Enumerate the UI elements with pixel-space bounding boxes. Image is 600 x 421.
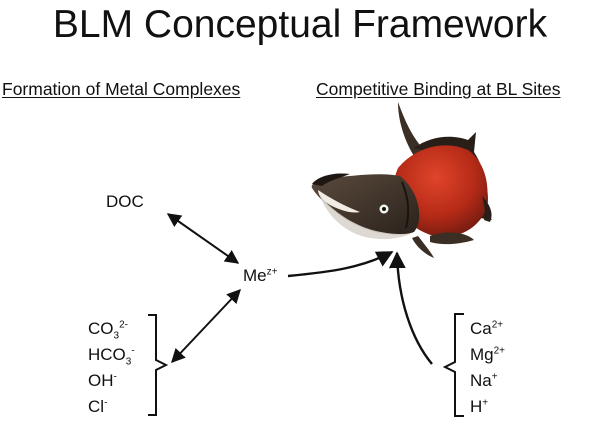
ligand-item-bicarbonate: HCO3- [88, 345, 135, 368]
cation-item-sodium: Na+ [470, 371, 498, 390]
cation-list: Ca2+ Mg2+ Na+ H+ [470, 316, 505, 420]
metal-ion-label: Mez+ [243, 266, 277, 286]
cation-item-calcium: Ca2+ [470, 319, 504, 338]
ligand-list: CO32- HCO3- OH- Cl- [88, 316, 135, 420]
metal-ion-symbol: Me [243, 266, 267, 285]
doc-label: DOC [106, 192, 144, 211]
metal-ion-charge: z+ [266, 266, 278, 278]
arrow-me-gill [287, 250, 394, 278]
arrow-cations-gill [388, 251, 433, 365]
page-title: BLM Conceptual Framework [52, 3, 548, 46]
cation-item-hydrogen: H+ [470, 397, 489, 416]
salmon-fish-icon [311, 102, 492, 258]
cation-item-magnesium: Mg2+ [470, 345, 506, 364]
arrow-ligands-me [171, 288, 241, 364]
ligand-item-hydroxide: OH- [88, 371, 117, 390]
ligand-item-chloride: Cl- [88, 397, 108, 416]
bracket-ligands [148, 314, 169, 416]
heading-metal-complexes: Formation of Metal Complexes [2, 79, 241, 99]
arrow-doc-me [166, 213, 240, 264]
heading-competitive-binding: Competitive Binding at BL Sites [316, 79, 561, 99]
bracket-cations [442, 313, 464, 417]
ligand-item-carbonate: CO32- [88, 319, 128, 342]
